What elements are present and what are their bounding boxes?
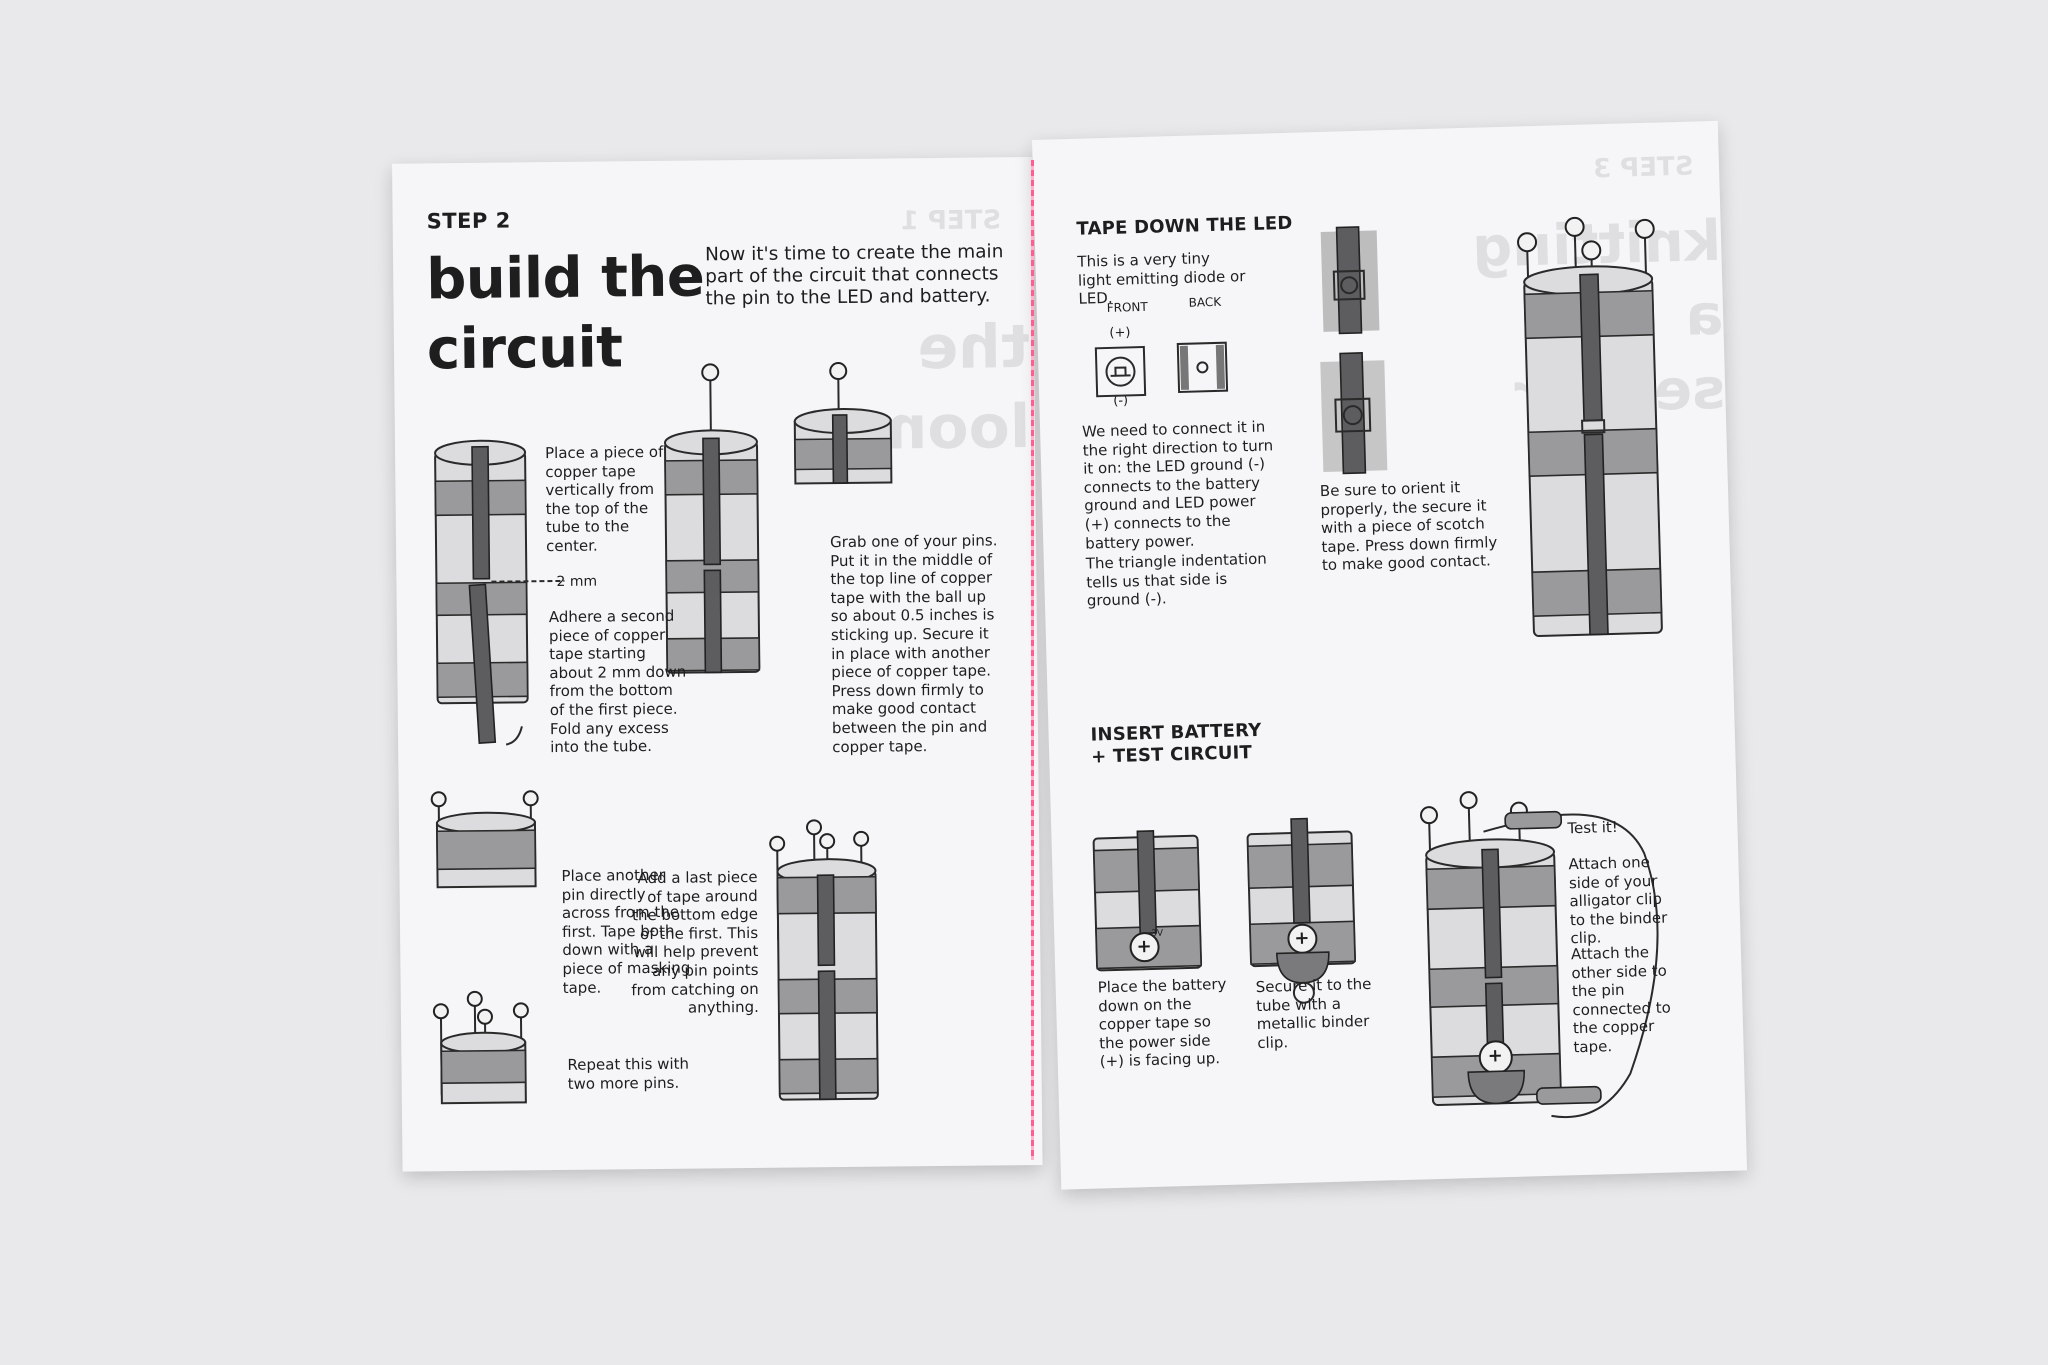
instruction-place-tape: Place a piece of copper tape vertically … [544,442,664,556]
battery-tube-2 [1246,817,1357,1004]
led-orient: Be sure to orient it properly, the secur… [1319,478,1498,575]
tube-tape-illustration [434,439,565,746]
battery-plus-mark-2: + [1294,927,1310,949]
instruction-adhere-second: Adhere a second piece of copper tape sta… [548,606,687,757]
led-taped-closeup [1320,226,1388,475]
battery-plus-mark-1: + [1136,935,1152,958]
binding-thread [1031,160,1034,1160]
tube-illustrations-left [430,362,893,1105]
attach-one: Attach one side of your alligator clip t… [1568,853,1668,948]
led-back-icon [1176,341,1229,394]
instruction-repeat: Repeat this with two more pins. [567,1054,690,1093]
four-pins-illustration [432,990,529,1105]
led-direction: We need to connect it in the right direc… [1081,417,1274,553]
led-triangle: The triangle indentation tells us that s… [1085,549,1268,610]
tube-pin-illustration [663,363,761,674]
tube-with-led-illustration [1517,216,1663,638]
test-circuit-tube [1420,791,1659,1119]
instruction-grab-pin: Grab one of your pins. Put it in the mid… [829,531,998,756]
led-diagram [1092,216,1663,1119]
gap-label: 2 mm [556,573,598,591]
battery-heading-line2: + TEST CIRCUIT [1090,742,1253,768]
led-front-icon [1094,345,1147,398]
attach-other: Attach the other side to the pin connect… [1570,943,1672,1057]
test-it: Test it! [1567,817,1619,838]
right-page: STEP 3 knitting asensor TAPE DOWN THE LE… [1032,120,1748,1190]
pin-closeup-illustration [793,362,893,485]
battery-tube-1 [1092,830,1203,972]
battery-plus-mark-3: + [1487,1045,1504,1067]
battery-secure: Secure it to the tube with a metallic bi… [1255,974,1372,1052]
instruction-last-piece: Add a last piece of tape around the bott… [631,867,759,1017]
battery-voltage-mark: 3V [1151,928,1164,939]
battery-place: Place the battery down on the copper tap… [1097,974,1227,1071]
finished-tube-illustration [769,819,879,1101]
two-pins-illustration [430,790,539,889]
